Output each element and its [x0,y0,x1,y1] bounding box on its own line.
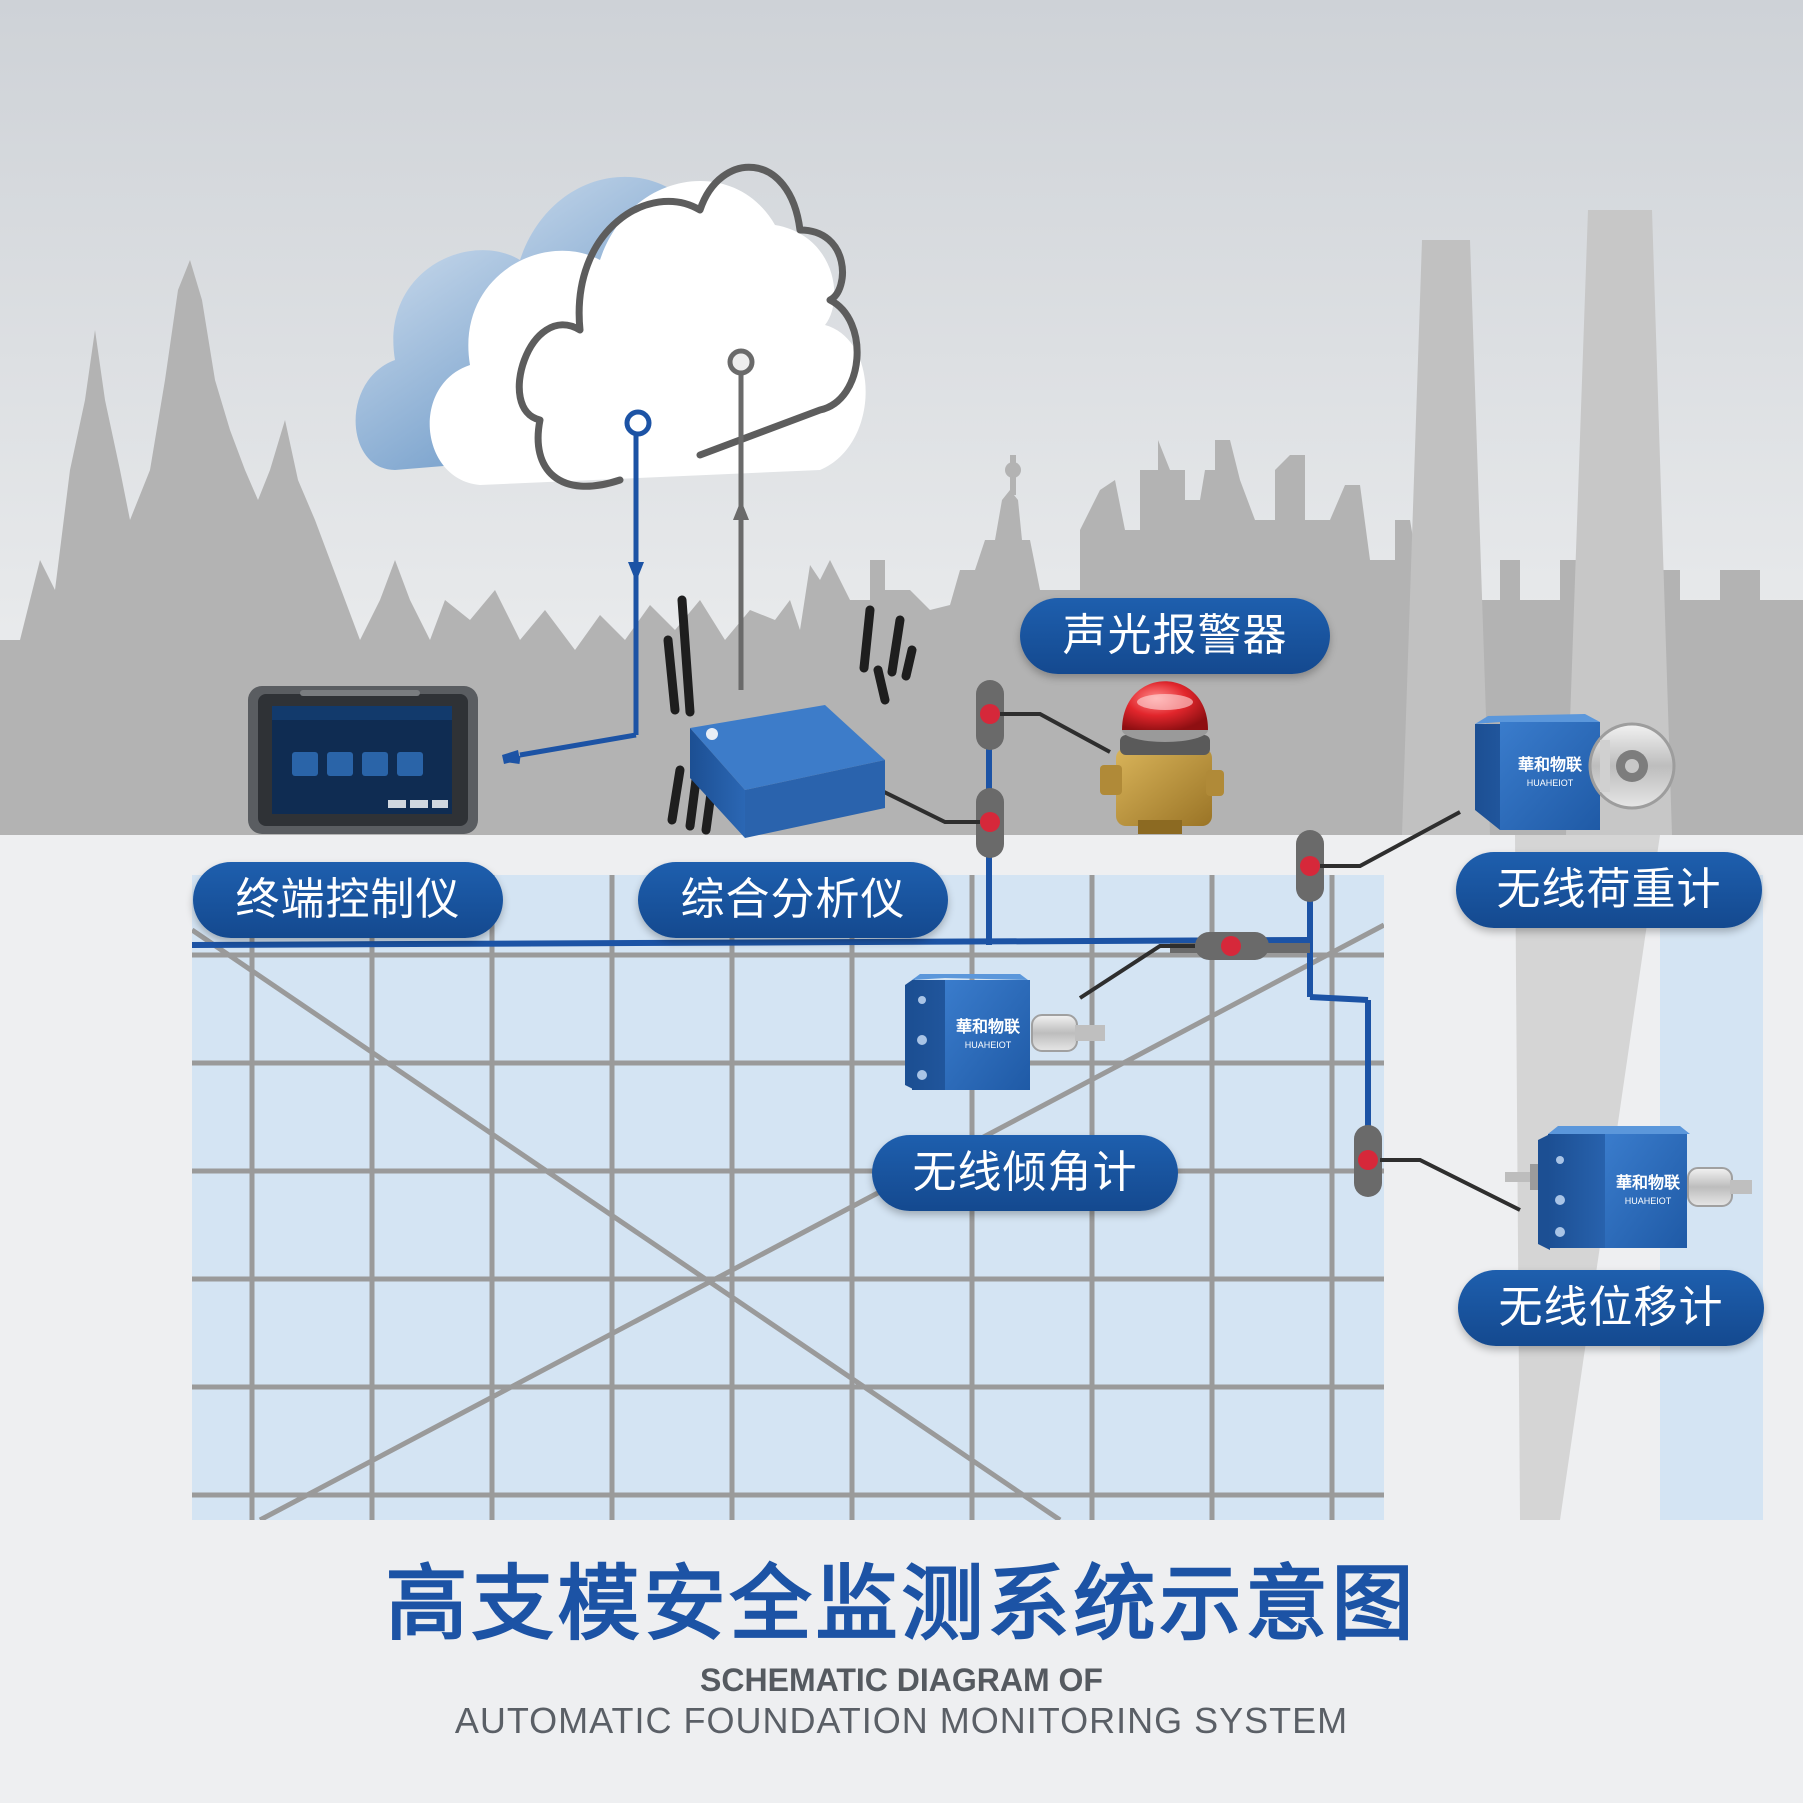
label-alarm: 声光报警器 [1020,598,1330,674]
analyzer-router-device [663,595,917,838]
diagram-subtitle-line2: AUTOMATIC FOUNDATION MONITORING SYSTEM [454,1700,1349,1741]
displacement-brand: 華和物联 [1616,1173,1680,1192]
cloud-links [502,348,755,764]
label-load-meter: 无线荷重计 [1456,852,1762,928]
lead-wires [869,712,1521,1212]
label-displacement-meter: 无线位移计 [1458,1270,1764,1346]
label-terminal-controller: 终端控制仪 [193,862,503,938]
cable-connectors [976,680,1382,1197]
label-inclinometer: 无线倾角计 [872,1135,1178,1211]
load-meter-brand: 華和物联 [1518,755,1582,774]
displacement-brand-en: HUAHEIOT [1625,1196,1672,1206]
load-meter-device: 華和物联 HUAHEIOT [1475,714,1676,830]
inclinometer-device: 華和物联 HUAHEIOT [905,974,1105,1090]
diagram-title: 高支模安全监测系统示意图 [385,1557,1418,1652]
cloud-icon [355,163,866,490]
diagram-subtitle-line1: SCHEMATIC DIAGRAM OF [700,1662,1103,1698]
alarm-device [1100,681,1224,834]
terminal-tablet-device [248,686,478,834]
load-meter-brand-en: HUAHEIOT [1527,778,1574,788]
scaffold-grid [192,875,1384,1520]
label-analyzer: 综合分析仪 [638,862,948,938]
displacement-device: 華和物联 HUAHEIOT [1505,1126,1752,1250]
inclinometer-brand: 華和物联 [956,1017,1020,1036]
inclinometer-brand-en: HUAHEIOT [965,1040,1012,1050]
